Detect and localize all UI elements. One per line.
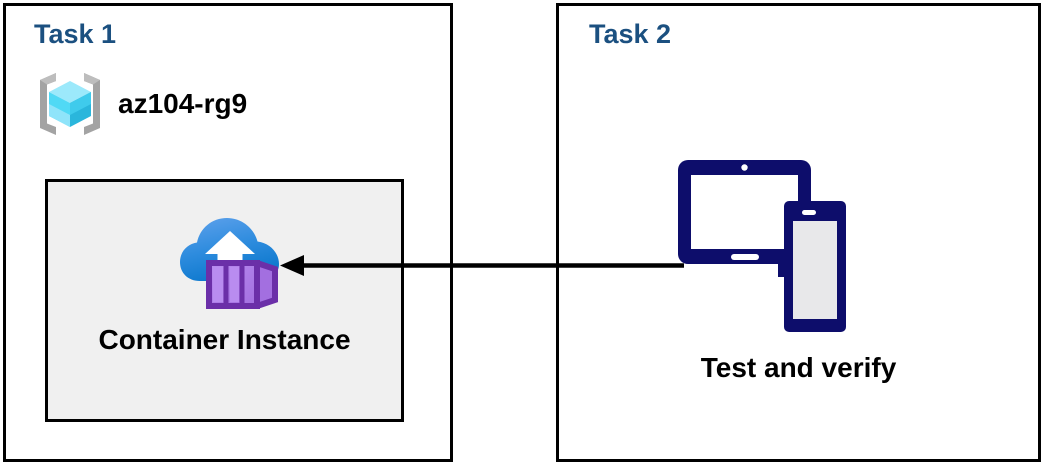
container-instance-label: Container Instance bbox=[98, 324, 351, 355]
panel-title-task-2: Task 2 bbox=[589, 19, 672, 49]
panel-task-1: Task 1 bbox=[3, 3, 453, 462]
container-instance-box: Container Instance bbox=[45, 179, 404, 422]
devices-label: Test and verify bbox=[700, 352, 897, 383]
resource-group-row: az104-rg9 bbox=[34, 68, 247, 140]
panel-title-task-1: Task 1 bbox=[34, 19, 117, 49]
resource-group-label: az104-rg9 bbox=[118, 88, 248, 119]
azure-resource-group-icon bbox=[34, 68, 106, 140]
